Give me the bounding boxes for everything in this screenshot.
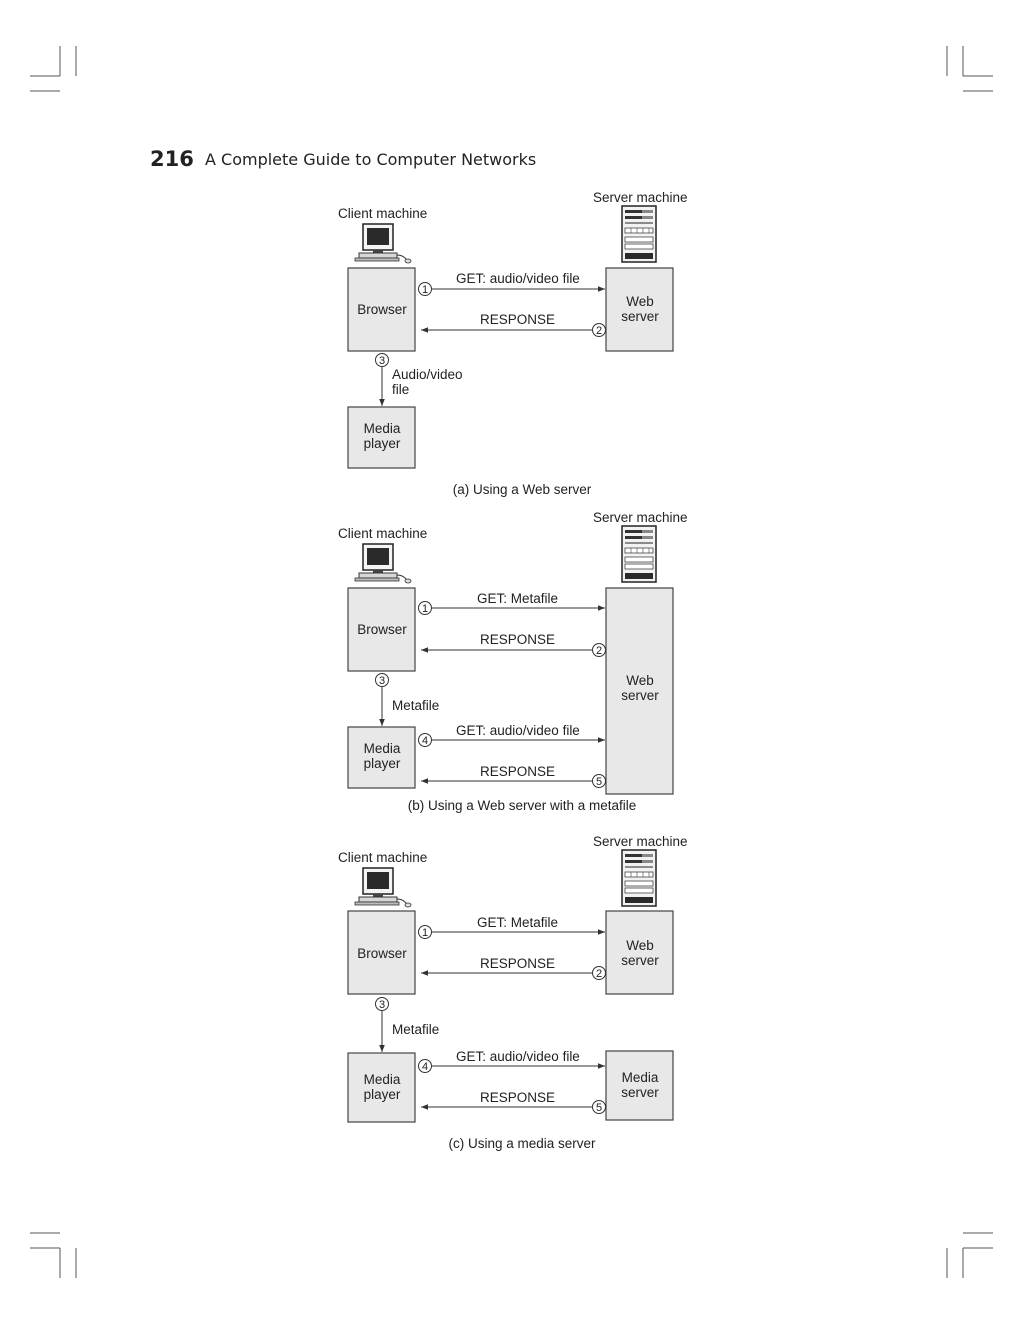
browser-label: Browser [357,622,407,637]
step-marker [592,1100,606,1114]
browser-box [347,910,416,995]
step-number: 1 [422,603,428,615]
step-number: 4 [422,1061,428,1073]
client-machine-label: Client machine [338,850,427,865]
diagram-caption: (c) Using a media server [448,1136,596,1151]
step-marker [418,733,432,747]
media-player-label-line2: player [364,1087,401,1102]
handoff-label: Metafile [392,698,439,713]
message-label: GET: audio/video file [456,271,580,286]
server-machine-label: Server machine [593,190,688,205]
message-label: RESPONSE [480,1090,555,1105]
web-server-label-line1: Web [626,938,654,953]
step-marker [592,323,606,337]
step-number: 3 [379,675,385,687]
diagram-b: Client machine Server machine Browser We… [338,510,688,813]
message-label: RESPONSE [480,764,555,779]
step-marker [375,997,389,1011]
server-machine-label: Server machine [593,510,688,525]
media-player-box [347,1052,416,1123]
media-server-label-line2: server [621,1085,659,1100]
desktop-computer-icon [354,223,412,264]
book-title: A Complete Guide to Computer Networks [205,150,536,169]
message-label: GET: audio/video file [456,723,580,738]
step-marker [375,673,389,687]
step-number: 2 [596,325,602,337]
media-player-label-line1: Media [364,1072,401,1087]
browser-label: Browser [357,946,407,961]
client-machine-label: Client machine [338,206,427,221]
step-marker [418,601,432,615]
message-label: RESPONSE [480,956,555,971]
browser-box [347,587,416,672]
message-label: GET: Metafile [477,591,558,606]
media-player-box [347,406,416,469]
step-marker [592,643,606,657]
step-number: 5 [596,1102,602,1114]
media-player-label-line1: Media [364,741,401,756]
desktop-computer-icon [354,867,412,908]
step-number: 4 [422,735,428,747]
step-number: 1 [422,927,428,939]
message-label: RESPONSE [480,632,555,647]
web-server-label-line2: server [621,953,659,968]
step-number: 2 [596,968,602,980]
step-marker [418,1059,432,1073]
server-rack-icon [621,205,657,263]
web-server-box [605,910,674,995]
media-player-label-line2: player [364,756,401,771]
step-marker [375,353,389,367]
crop-marks [30,46,993,1278]
step-number: 5 [596,776,602,788]
message-label: RESPONSE [480,312,555,327]
handoff-label-line1: Audio/video [392,367,463,382]
diagram-c: Client machine Server machine Browser We… [338,834,688,1151]
server-rack-icon [621,525,657,583]
web-server-label-line2: server [621,688,659,703]
diagram-caption: (a) Using a Web server [453,482,592,497]
page-number: 216 [150,147,194,171]
media-player-label-line1: Media [364,421,401,436]
client-machine-label: Client machine [338,526,427,541]
step-number: 3 [379,355,385,367]
media-server-label-line1: Media [622,1070,659,1085]
step-number: 2 [596,645,602,657]
web-server-label-line1: Web [626,673,654,688]
step-marker [418,282,432,296]
web-server-box [605,267,674,352]
step-marker [592,774,606,788]
server-rack-icon [621,849,657,907]
diagram-caption: (b) Using a Web server with a metafile [408,798,637,813]
diagram-a: Client machine Server machine Browser We… [338,190,688,497]
step-marker [418,925,432,939]
message-label: GET: Metafile [477,915,558,930]
server-machine-label: Server machine [593,834,688,849]
handoff-label: Metafile [392,1022,439,1037]
handoff-label-line2: file [392,382,409,397]
desktop-computer-icon [354,543,412,584]
web-server-label-line1: Web [626,294,654,309]
media-server-box [605,1050,674,1121]
web-server-box [605,587,674,795]
browser-box [347,267,416,352]
message-label: GET: audio/video file [456,1049,580,1064]
step-marker [592,966,606,980]
browser-label: Browser [357,302,407,317]
step-number: 1 [422,284,428,296]
media-player-box [347,726,416,789]
web-server-label-line2: server [621,309,659,324]
step-number: 3 [379,999,385,1011]
media-player-label-line2: player [364,436,401,451]
